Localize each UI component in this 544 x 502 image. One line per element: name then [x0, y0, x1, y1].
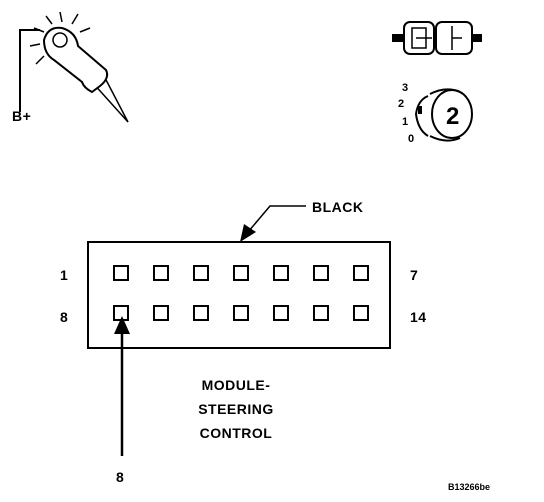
pin-cavity-1: [113, 265, 129, 281]
pin-cavity-3: [193, 265, 209, 281]
dial-mark-2: 2: [398, 98, 404, 110]
pin-cavity-11: [233, 305, 249, 321]
pin-cavity-12: [273, 305, 289, 321]
dial-mark-0: 0: [408, 133, 414, 145]
probe-pin-label: 8: [116, 469, 124, 485]
dial-value: 2: [446, 103, 459, 130]
pin-cavity-14: [353, 305, 369, 321]
battery-label: B+: [12, 108, 31, 124]
pin-cavity-8: [113, 305, 129, 321]
connector-pins: [113, 265, 369, 321]
row1-end-label: 7: [410, 267, 418, 283]
connector-side-icon: [392, 21, 482, 55]
row2-end-label: 14: [410, 309, 427, 325]
pin-cavity-4: [233, 265, 249, 281]
pin-cavity-7: [353, 265, 369, 281]
multimeter-dial-icon: 3 2 1 0 2: [398, 82, 473, 145]
module-name-line-1: MODULE-: [202, 377, 271, 393]
connector-color-label: BLACK: [312, 199, 364, 215]
color-callout: [240, 205, 306, 242]
dial-mark-3: 3: [402, 82, 408, 94]
figure-id: B13266be: [448, 482, 490, 492]
module-name-line-3: CONTROL: [200, 425, 273, 441]
pin-cavity-13: [313, 305, 329, 321]
module-name-line-2: STEERING: [198, 401, 274, 417]
pin-cavity-9: [153, 305, 169, 321]
pin-cavity-6: [313, 265, 329, 281]
pin-cavity-5: [273, 265, 289, 281]
dial-mark-1: 1: [402, 116, 408, 128]
pin-cavity-10: [193, 305, 209, 321]
probe-arrow: [114, 316, 130, 456]
row1-start-label: 1: [60, 267, 68, 283]
row2-start-label: 8: [60, 309, 68, 325]
pin-cavity-2: [153, 265, 169, 281]
test-light-icon: [19, 11, 129, 123]
connector-body: [87, 241, 391, 349]
